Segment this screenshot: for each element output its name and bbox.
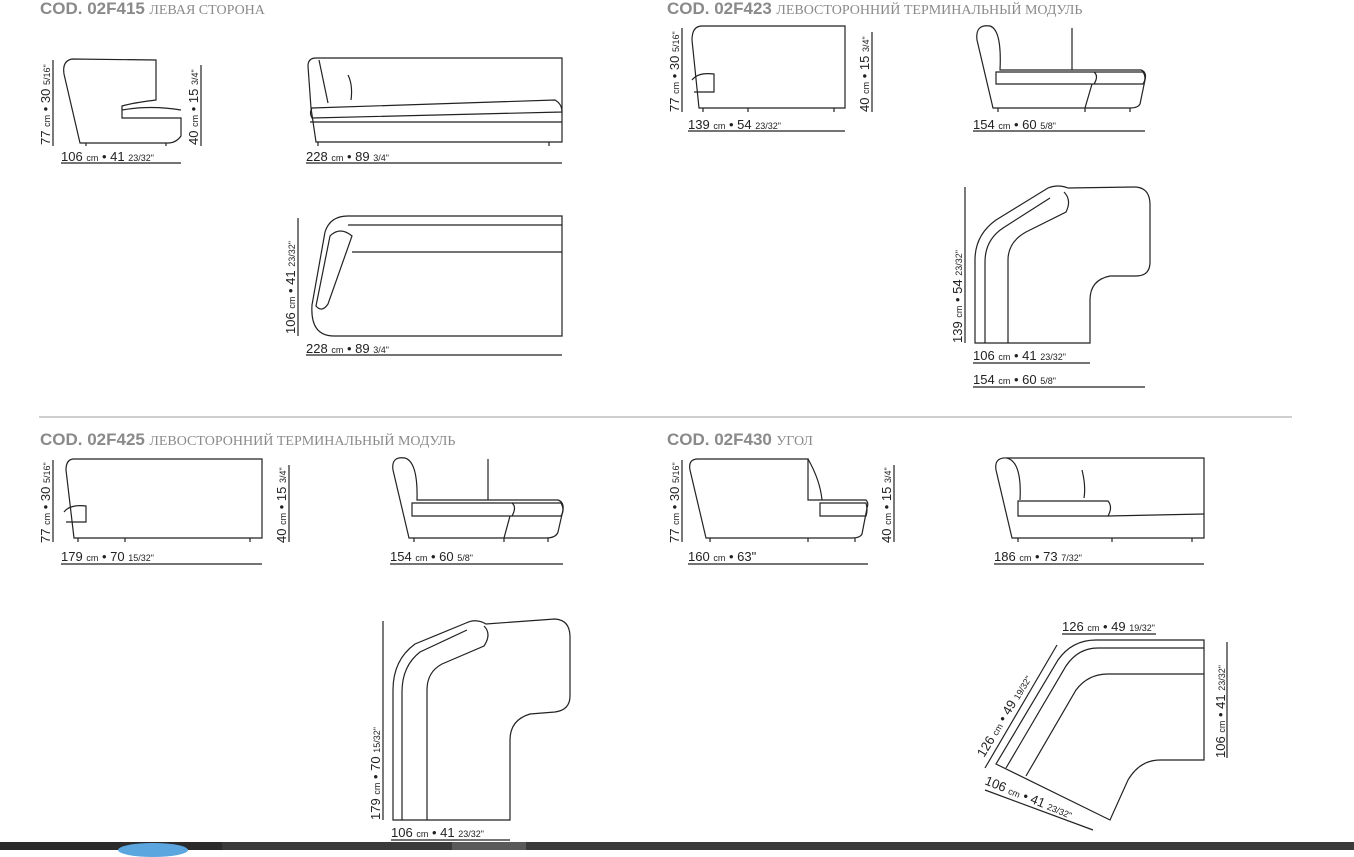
plan-view-02f415 bbox=[297, 215, 563, 356]
dim-label: 40 cm • 15 3/4" bbox=[186, 69, 201, 145]
dim-label: 179 cm • 70 15/32" bbox=[368, 727, 383, 820]
front-view-02f430 bbox=[994, 457, 1205, 565]
start-orb-icon[interactable] bbox=[118, 843, 188, 857]
taskbar-start-area[interactable] bbox=[0, 842, 222, 850]
section-title-02f415: COD. 02F415 ЛЕВАЯ СТОРОНА bbox=[40, 0, 265, 18]
product-code: COD. 02F415 bbox=[40, 0, 145, 18]
dim-label: 139 cm • 54 23/32" bbox=[688, 117, 781, 132]
plan-view-02f430 bbox=[984, 633, 1228, 831]
side-view-02f425 bbox=[52, 458, 290, 565]
dim-label: 186 cm • 73 7/32" bbox=[994, 549, 1082, 564]
plan-view-02f423 bbox=[964, 185, 1151, 388]
side-view-02f423 bbox=[681, 25, 873, 132]
taskbar bbox=[0, 842, 1354, 850]
dim-label: 40 cm • 15 3/4" bbox=[857, 36, 872, 112]
product-description: ЛЕВОСТОРОННИЙ ТЕРМИНАЛЬНЫЙ МОДУЛЬ bbox=[776, 3, 1083, 18]
dim-label: 154 cm • 60 5/8" bbox=[973, 117, 1056, 132]
dim-label: 179 cm • 70 15/32" bbox=[61, 549, 154, 564]
product-code: COD. 02F430 bbox=[667, 430, 772, 449]
product-code: COD. 02F425 bbox=[40, 430, 145, 449]
section-title-02f425: COD. 02F425 ЛЕВОСТОРОННИЙ ТЕРМИНАЛЬНЫЙ М… bbox=[40, 431, 455, 449]
dim-label: 228 cm • 89 3/4" bbox=[306, 149, 389, 164]
front-view-02f415 bbox=[306, 57, 563, 164]
dim-label: 106 cm • 41 23/32" bbox=[1213, 665, 1228, 758]
product-description: ЛЕВАЯ СТОРОНА bbox=[149, 3, 265, 18]
dim-label: 154 cm • 60 5/8" bbox=[390, 549, 473, 564]
dim-label: 228 cm • 89 3/4" bbox=[306, 341, 389, 356]
side-view-02f430 bbox=[681, 458, 895, 565]
product-code: COD. 02F423 bbox=[667, 0, 772, 18]
section-divider bbox=[39, 416, 1292, 418]
dim-label: 77 cm • 30 5/16" bbox=[38, 64, 53, 145]
side-view-02f415 bbox=[52, 58, 202, 164]
dim-label: 77 cm • 30 5/16" bbox=[667, 31, 682, 112]
dim-label: 106 cm • 41 23/32" bbox=[61, 149, 154, 164]
taskbar-item[interactable] bbox=[452, 842, 526, 850]
dim-label: 40 cm • 15 3/4" bbox=[274, 467, 289, 543]
dim-label: 106 cm • 41 23/32" bbox=[283, 241, 298, 334]
dim-label: 40 cm • 15 3/4" bbox=[879, 467, 894, 543]
section-title-02f423: COD. 02F423 ЛЕВОСТОРОННИЙ ТЕРМИНАЛЬНЫЙ М… bbox=[667, 0, 1082, 18]
front-view-02f425 bbox=[390, 457, 564, 565]
dim-label: 77 cm • 30 5/16" bbox=[667, 462, 682, 543]
dim-label: 106 cm • 41 23/32" bbox=[391, 825, 484, 840]
section-title-02f430: COD. 02F430 УГОЛ bbox=[667, 431, 813, 449]
dim-label: 139 cm • 54 23/32" bbox=[950, 250, 965, 343]
product-description: УГОЛ bbox=[776, 434, 813, 449]
plan-view-02f425 bbox=[382, 618, 571, 841]
front-view-02f423 bbox=[973, 25, 1147, 132]
dim-label: 154 cm • 60 5/8" bbox=[973, 372, 1056, 387]
product-description: ЛЕВОСТОРОННИЙ ТЕРМИНАЛЬНЫЙ МОДУЛЬ bbox=[149, 434, 456, 449]
dim-label: 160 cm • 63" bbox=[688, 549, 757, 564]
dim-label: 126 cm • 49 19/32" bbox=[1062, 619, 1155, 634]
dim-label: 77 cm • 30 5/16" bbox=[38, 462, 53, 543]
dim-label: 106 cm • 41 23/32" bbox=[973, 348, 1066, 363]
